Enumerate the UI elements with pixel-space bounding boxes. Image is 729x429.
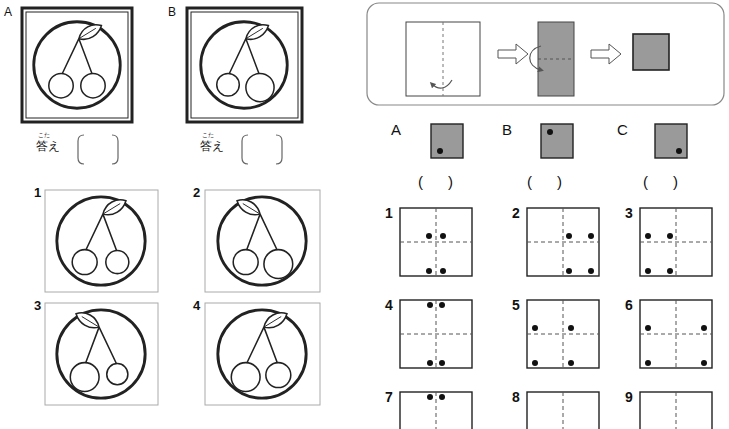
- option-number: 4: [385, 298, 393, 312]
- option-number: 3: [34, 299, 41, 312]
- answer-bracket: ( ): [418, 174, 453, 189]
- picture-letter: A: [4, 6, 12, 18]
- picture-letter: B: [168, 6, 176, 18]
- answer-bracket: ( ): [527, 174, 562, 189]
- option-number: 1: [385, 206, 393, 220]
- answer-bracket: ( ): [643, 174, 678, 189]
- option-number: 4: [193, 299, 200, 312]
- option-number: 7: [385, 390, 393, 404]
- option-number: 8: [512, 390, 520, 404]
- choice-letter: C: [617, 122, 628, 137]
- choice-letter: A: [391, 122, 401, 137]
- option-number: 5: [512, 298, 520, 312]
- option-number: 3: [625, 206, 633, 220]
- answer-label: 答え: [200, 140, 224, 152]
- furigana: こた: [202, 132, 214, 138]
- option-number: 9: [625, 390, 633, 404]
- furigana: こた: [38, 132, 50, 138]
- answer-label: 答え: [36, 140, 60, 152]
- option-number: 1: [34, 186, 41, 199]
- option-number: 2: [512, 206, 520, 220]
- option-number: 6: [625, 298, 633, 312]
- option-number: 2: [193, 186, 200, 199]
- choice-letter: B: [502, 122, 512, 137]
